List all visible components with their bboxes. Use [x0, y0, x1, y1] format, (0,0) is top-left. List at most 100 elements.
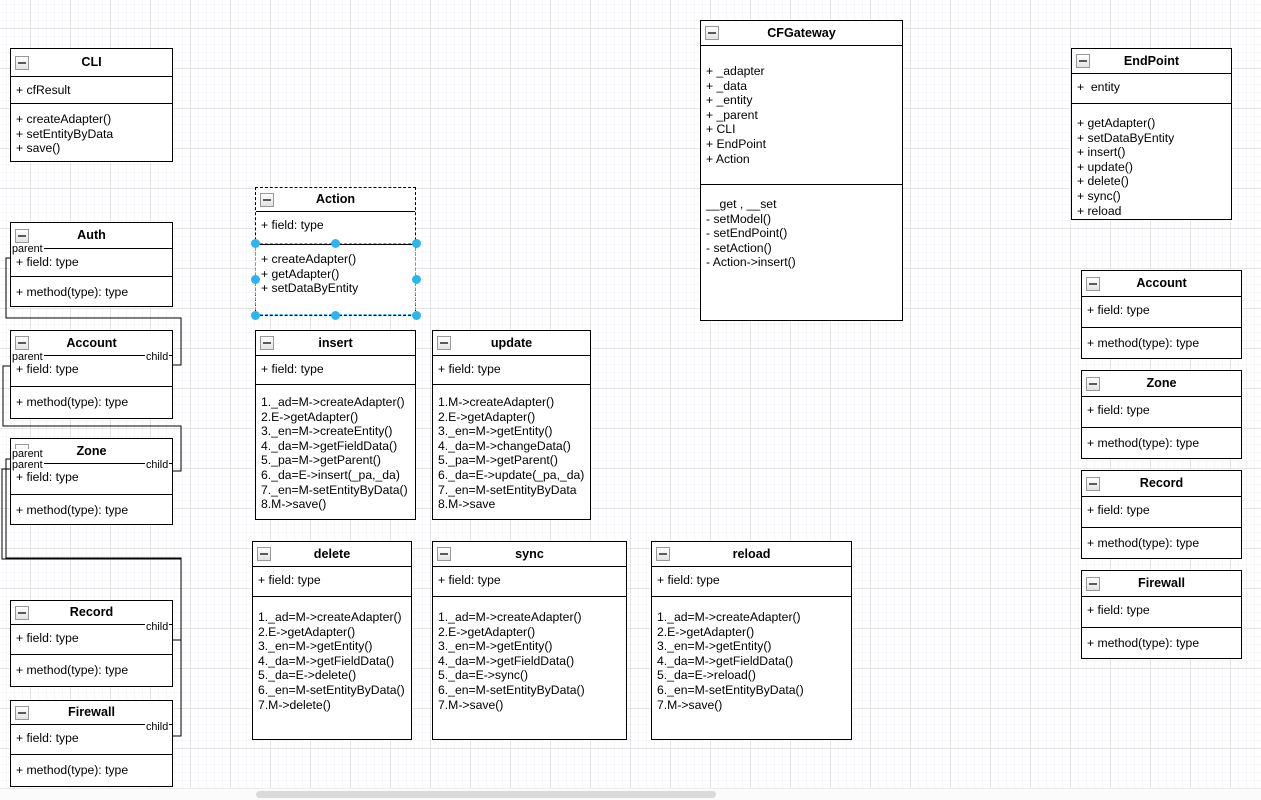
collapse-icon[interactable] [437, 336, 451, 350]
collapse-icon[interactable] [656, 547, 670, 561]
class-cli[interactable]: CLI+ cfResult+ createAdapter()+ setEntit… [10, 48, 173, 162]
edge-label-parent[interactable]: parent [11, 351, 44, 363]
methods-compartment[interactable]: + method(type): type [11, 494, 172, 524]
collapse-icon[interactable] [15, 336, 29, 350]
selection-handle[interactable] [411, 310, 421, 320]
class-insert[interactable]: insert + field: type 1._ad=M->createAdapte… [255, 330, 416, 520]
collapse-icon[interactable] [15, 705, 29, 720]
fields-compartment[interactable]: + cfResult [11, 76, 172, 103]
edge-zone-firewall[interactable] [1, 468, 182, 737]
collapse-icon[interactable] [15, 605, 29, 620]
class-account-right[interactable]: Account+ field: type+ method(type): type [1081, 270, 1242, 359]
collapse-icon[interactable] [1086, 476, 1100, 491]
edge-account-zone[interactable] [2, 365, 182, 472]
class-zone-left[interactable]: Zone+ field: type+ method(type): type [10, 438, 173, 525]
fields-compartment[interactable]: + field: type [1082, 596, 1241, 627]
collapse-icon[interactable] [1086, 376, 1100, 391]
field-line: + field: type [1087, 603, 1150, 617]
selection-handle[interactable] [250, 238, 260, 248]
fields-compartment[interactable]: + field: type [11, 624, 172, 654]
class-firewall-left[interactable]: Firewall+ field: type+ method(type): typ… [10, 700, 173, 787]
selection-handle[interactable] [331, 310, 340, 320]
methods-compartment[interactable]: 1._ad=M->createAdapter()2.E->getAdapter(… [253, 596, 411, 739]
fields-compartment[interactable]: + field: type [256, 355, 415, 384]
methods-compartment[interactable]: + createAdapter()+ setEntityByData+ save… [11, 103, 172, 161]
fields-compartment[interactable]: + _adapter+ _data+ _entity+ _parent+ CLI… [701, 45, 902, 184]
field-line: + field: type [261, 362, 324, 376]
fields-compartment[interactable]: + field: type [1082, 396, 1241, 427]
method-line: + setEntityByData [16, 126, 114, 141]
selection-handle[interactable] [250, 310, 260, 320]
methods-compartment[interactable]: 1._ad=M->createAdapter()2.E->getAdapter(… [652, 596, 851, 739]
edge-label-child[interactable]: child [145, 721, 170, 733]
collapse-icon[interactable] [260, 336, 274, 350]
fields-compartment[interactable]: + field: type [433, 566, 626, 596]
collapse-icon[interactable] [1076, 54, 1090, 68]
class-record-right[interactable]: Record+ field: type+ method(type): type [1081, 470, 1242, 559]
horizontal-scrollbar-thumb[interactable] [256, 791, 716, 798]
edge-label-child[interactable]: child [145, 459, 170, 471]
collapse-icon[interactable] [437, 547, 451, 561]
fields-compartment[interactable]: + field: type [1082, 296, 1241, 327]
edge-auth-account[interactable] [5, 257, 182, 366]
fields-compartment[interactable]: + field: type [11, 463, 172, 494]
class-record-left[interactable]: Record+ field: type+ method(type): type [10, 600, 173, 687]
collapse-icon[interactable] [15, 55, 29, 70]
class-action[interactable]: Action+ field: type+ createAdapter()+ ge… [255, 187, 416, 316]
methods-compartment[interactable]: 1._ad=M->createAdapter()2.E->getAdapter(… [433, 596, 626, 739]
edge-label-parent[interactable]: parent [11, 243, 44, 255]
fields-compartment[interactable]: + field: type [256, 211, 415, 244]
edge-label-parent[interactable]: parent [11, 448, 44, 460]
edge-label-child[interactable]: child [145, 351, 170, 363]
methods-compartment[interactable]: + method(type): type [1082, 427, 1241, 458]
fields-compartment[interactable]: + entity [1072, 73, 1231, 103]
methods-compartment[interactable]: + getAdapter()+ setDataByEntity+ insert(… [1072, 103, 1231, 219]
collapse-icon[interactable] [705, 26, 719, 40]
fields-compartment[interactable]: + field: type [11, 724, 172, 754]
methods-compartment[interactable]: + method(type): type [1082, 327, 1241, 358]
collapse-icon[interactable] [257, 547, 271, 561]
methods-compartment[interactable]: + createAdapter()+ getAdapter()+ setData… [256, 244, 415, 315]
edge-label-parent[interactable]: parent [11, 459, 44, 471]
fields-compartment[interactable]: + field: type [11, 355, 172, 386]
minus-glyph [263, 198, 271, 201]
class-auth[interactable]: Auth+ field: type+ method(type): type [10, 222, 173, 307]
method-line: 6._en=M-setEntityByData() [657, 682, 804, 697]
collapse-icon[interactable] [1086, 276, 1100, 291]
methods-compartment[interactable]: 1._ad=M->createAdapter()2.E->getAdapter(… [256, 384, 415, 519]
methods-compartment[interactable]: __get , __set- setModel()- setEndPoint()… [701, 184, 902, 320]
selection-handle[interactable] [250, 274, 260, 284]
class-zone-right[interactable]: Zone+ field: type+ method(type): type [1081, 370, 1242, 459]
class-title-bar: insert [256, 331, 415, 355]
collapse-icon[interactable] [260, 192, 274, 207]
methods-compartment[interactable]: + method(type): type [11, 754, 172, 786]
selection-handle[interactable] [411, 274, 421, 284]
fields-compartment[interactable]: + field: type [433, 355, 590, 384]
edge-zone-record[interactable] [5, 458, 182, 641]
class-cfgateway[interactable]: CFGateway+ _adapter+ _data+ _entity+ _pa… [700, 20, 903, 321]
fields-compartment[interactable]: + field: type [1082, 496, 1241, 527]
edge-label-child[interactable]: child [145, 621, 170, 633]
collapse-icon[interactable] [1086, 576, 1100, 591]
selection-handle[interactable] [331, 238, 340, 248]
fields-compartment[interactable]: + field: type [652, 566, 851, 596]
collapse-icon[interactable] [15, 228, 29, 243]
methods-compartment[interactable]: + method(type): type [1082, 627, 1241, 658]
methods-compartment[interactable]: + method(type): type [11, 386, 172, 418]
methods-compartment[interactable]: 1.M->createAdapter()2.E->getAdapter()3._… [433, 384, 590, 519]
class-account-left[interactable]: Account+ field: type+ method(type): type [10, 330, 173, 419]
methods-compartment[interactable]: + method(type): type [11, 276, 172, 306]
selection-handle[interactable] [411, 238, 421, 248]
methods-compartment[interactable]: + method(type): type [1082, 527, 1241, 558]
fields-compartment[interactable]: + field: type [11, 248, 172, 276]
methods-compartment[interactable]: + method(type): type [11, 654, 172, 686]
fields-compartment[interactable]: + field: type [253, 566, 411, 596]
class-endpoint[interactable]: EndPoint+ entity+ getAdapter()+ setDataB… [1071, 48, 1232, 220]
method-line: 2.E->getAdapter() [258, 624, 356, 639]
class-firewall-right[interactable]: Firewall+ field: type+ method(type): typ… [1081, 570, 1242, 659]
